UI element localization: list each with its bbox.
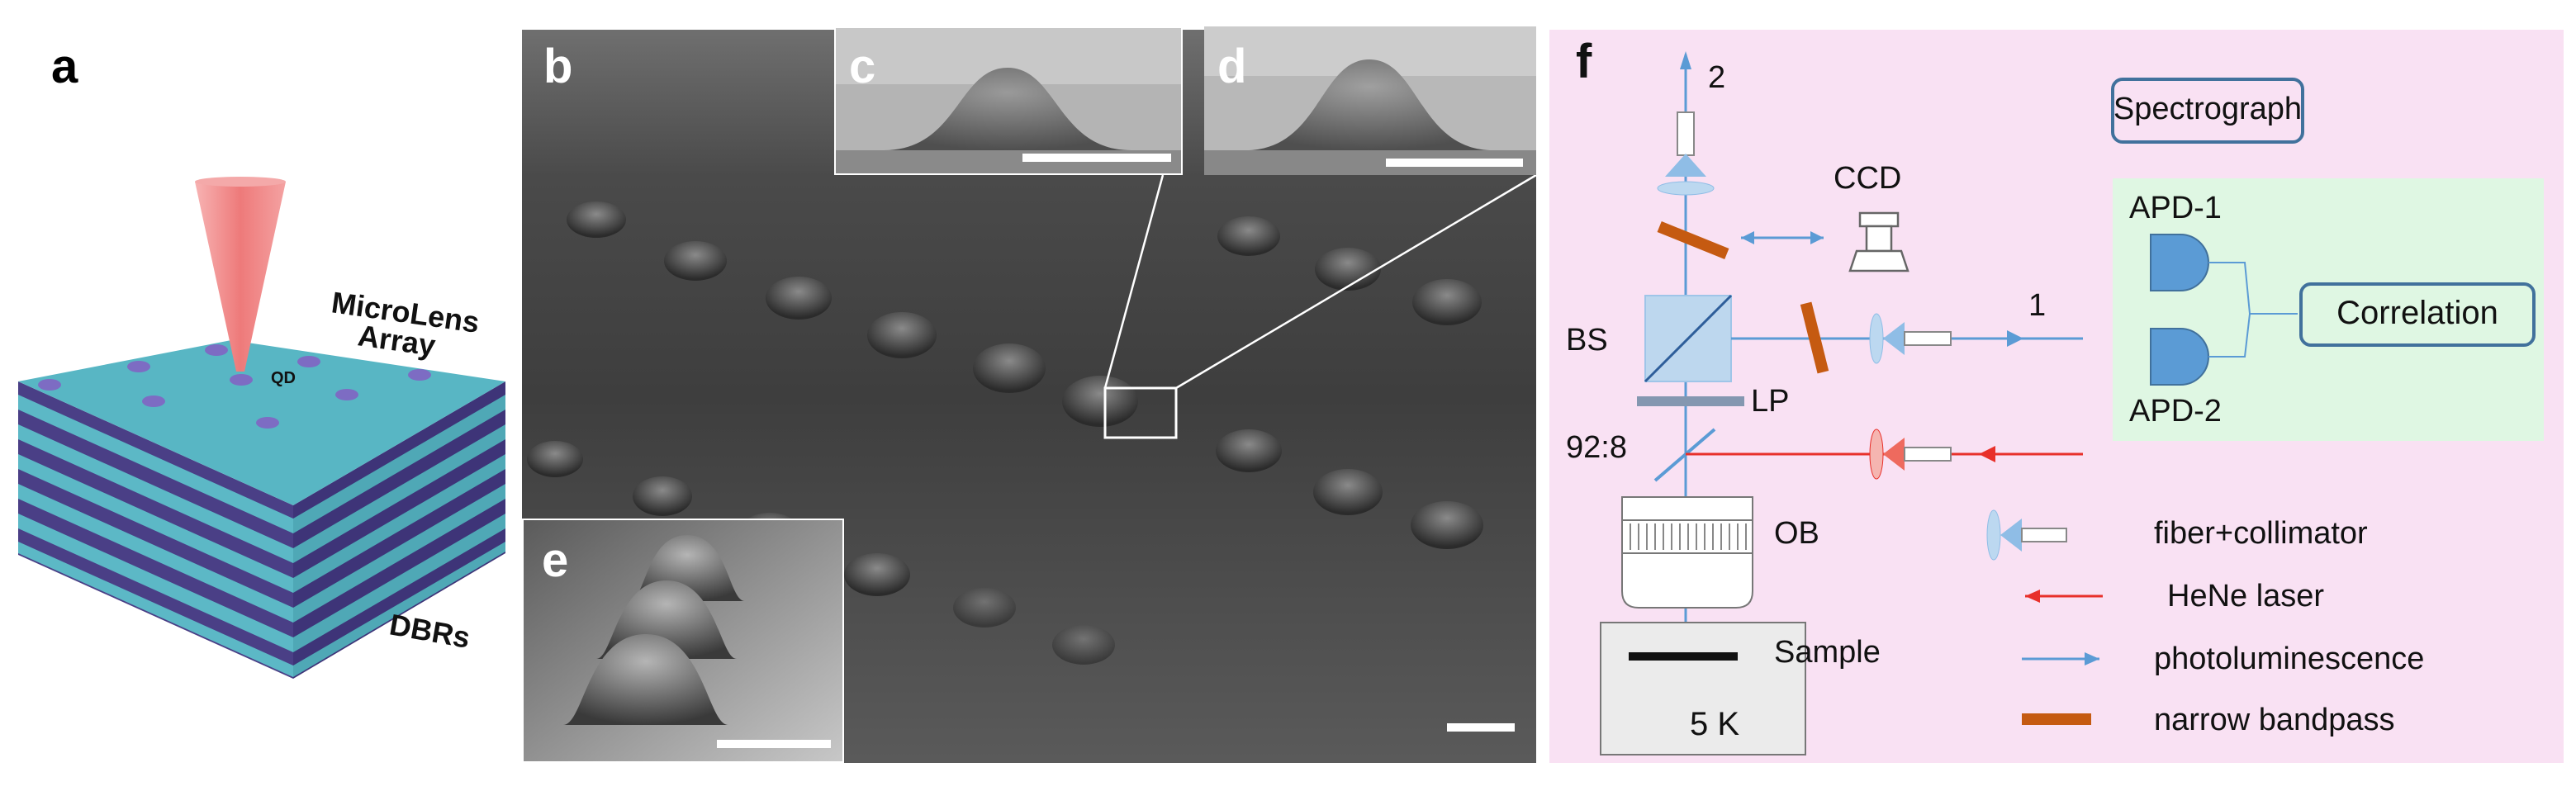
sample-holder xyxy=(1629,652,1738,661)
dbr-front-face xyxy=(18,381,293,679)
panel-e-letter: e xyxy=(542,533,569,587)
apd1-detector-icon xyxy=(2150,234,2209,291)
bandpass-filter-vertical xyxy=(1657,221,1729,259)
fiber-collimator-port-1 xyxy=(1869,313,1952,364)
label-ccd: CCD xyxy=(1834,161,1901,196)
legend-bandpass-swatch xyxy=(2022,713,2091,725)
correlation-label: Correlation xyxy=(2336,295,2498,331)
beamsplitter-92-8 xyxy=(1653,428,1716,482)
panel-b-letter: b xyxy=(543,40,573,93)
panel-a-letter: a xyxy=(51,40,78,93)
legend-pl-label: photoluminescence xyxy=(2154,642,2424,676)
zoom-region-box xyxy=(1103,386,1178,439)
sem-inset-c xyxy=(834,26,1183,175)
label-ratio: 92:8 xyxy=(1566,430,1627,465)
scale-bar-b xyxy=(1447,723,1515,732)
label-apd2: APD-2 xyxy=(2129,394,2222,429)
spectrograph-box xyxy=(2111,78,2304,144)
panel-c-letter: c xyxy=(849,40,876,93)
excitation-beam xyxy=(195,182,286,372)
scale-bar-c xyxy=(1022,154,1171,162)
ccd-camera-icon xyxy=(1848,211,1909,272)
legend-laser-label: HeNe laser xyxy=(2167,579,2324,613)
panel-f-letter: f xyxy=(1576,35,1592,88)
fiber-collimator-top xyxy=(1657,111,1715,196)
label-port-2: 2 xyxy=(1708,60,1725,95)
label-dbrs: DBRs xyxy=(387,608,473,655)
label-qd: QD xyxy=(271,369,296,387)
beam-splitter-cube xyxy=(1644,294,1733,383)
sem-microlens-rows xyxy=(527,201,1483,665)
label-lp: LP xyxy=(1751,384,1789,419)
label-apd1: APD-1 xyxy=(2129,191,2222,225)
optical-setup-diagram: f 2 CCD BS 1 LP 92:8 xyxy=(1549,30,2564,763)
label-port-1: 1 xyxy=(2028,288,2046,323)
label-sample: Sample xyxy=(1774,635,1881,670)
legend: fiber+collimator HeNe laser photolumines… xyxy=(1986,509,2424,737)
cryostat-box xyxy=(1600,622,1806,755)
legend-bandpass-label: narrow bandpass xyxy=(2154,703,2395,737)
microlens-dots xyxy=(38,344,431,429)
correlation-box xyxy=(2299,282,2536,347)
bandpass-filter-horizontal xyxy=(1800,301,1829,374)
scale-bar-d xyxy=(1386,159,1523,167)
detector-panel xyxy=(2113,178,2544,441)
label-bs: BS xyxy=(1566,323,1608,358)
panel-d-letter: d xyxy=(1217,40,1247,93)
legend-fiber-label: fiber+collimator xyxy=(2154,516,2368,551)
spectrograph-label: Spectrograph xyxy=(2113,92,2302,126)
legend-fiber-collimator-icon xyxy=(1986,509,2067,561)
label-ob: OB xyxy=(1774,516,1819,551)
sem-inset-d xyxy=(1204,26,1536,175)
objective-lens xyxy=(1621,496,1753,609)
longpass-filter xyxy=(1637,396,1744,406)
apd2-detector-icon xyxy=(2150,328,2209,386)
microlens-dbr-illustration: MicroLens Array QD DBRs xyxy=(18,177,505,679)
scale-bar-e xyxy=(717,740,831,748)
label-temperature: 5 K xyxy=(1690,706,1739,742)
sem-inset-e xyxy=(522,519,844,763)
dbr-right-face xyxy=(293,381,505,679)
fiber-collimator-laser xyxy=(1869,429,1952,480)
